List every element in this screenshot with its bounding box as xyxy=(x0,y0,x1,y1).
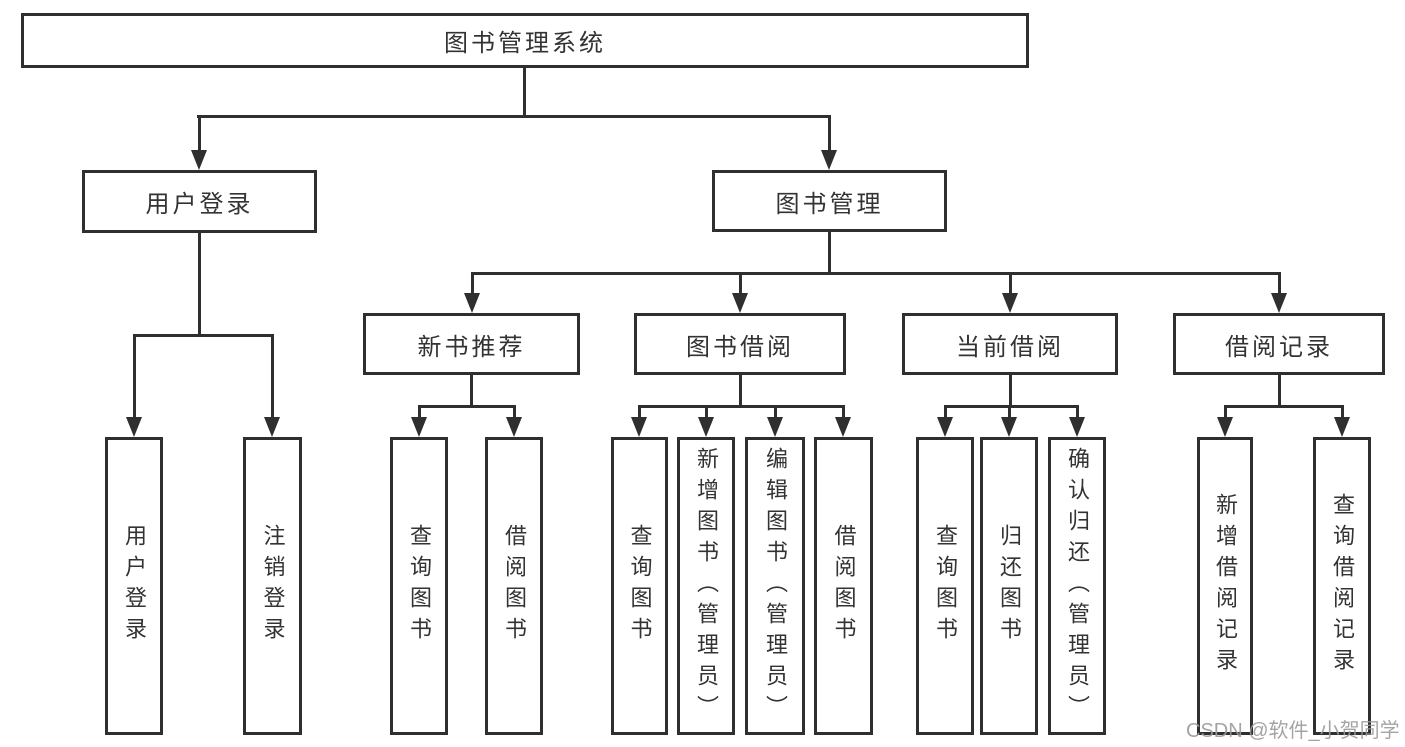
arrowhead-down-icon xyxy=(191,150,207,170)
leaf-current-query-books: 查询图书 xyxy=(916,437,974,735)
node-book-borrow: 图书借阅 xyxy=(634,313,846,375)
leaf-borrow-query-books: 查询图书 xyxy=(611,437,668,735)
leaf-confirm-return-admin-label: 确认归还（管理员） xyxy=(1065,446,1090,726)
leaf-borrow-books: 借阅图书 xyxy=(814,437,873,735)
leaf-current-query-books-label: 查询图书 xyxy=(933,524,958,648)
leaf-recommend-borrow-books: 借阅图书 xyxy=(485,437,543,735)
leaf-add-book-admin: 新增图书（管理员） xyxy=(677,437,735,735)
leaf-logout-label: 注销登录 xyxy=(260,524,286,648)
leaf-recommend-query-books: 查询图书 xyxy=(390,437,448,735)
csdn-watermark: CSDN @软件_小贺同学 xyxy=(1186,720,1400,742)
connector-line xyxy=(471,272,474,295)
connector-line xyxy=(197,115,831,118)
connector-line xyxy=(513,405,516,419)
arrowhead-down-icon xyxy=(1271,293,1287,313)
leaf-query-borrow-record-label: 查询借阅记录 xyxy=(1330,493,1355,679)
arrowhead-down-icon xyxy=(835,417,851,437)
connector-line xyxy=(1341,405,1344,419)
connector-line xyxy=(739,375,742,407)
connector-line xyxy=(842,405,845,419)
leaf-edit-book-admin: 编辑图书（管理员） xyxy=(745,437,805,735)
connector-line xyxy=(638,405,845,408)
node-borrow-records-label: 借阅记录 xyxy=(1225,333,1333,361)
connector-line xyxy=(739,272,742,295)
leaf-confirm-return-admin: 确认归还（管理员） xyxy=(1048,437,1106,735)
connector-line xyxy=(418,405,516,408)
connector-line xyxy=(198,233,201,336)
node-root: 图书管理系统 xyxy=(21,13,1029,68)
connector-line xyxy=(1076,405,1079,419)
connector-line xyxy=(1009,272,1012,295)
arrowhead-down-icon xyxy=(767,417,783,437)
connector-line xyxy=(1008,405,1011,419)
leaf-return-book-label: 归还图书 xyxy=(997,524,1022,648)
arrowhead-down-icon xyxy=(126,417,142,437)
leaf-add-book-admin-label: 新增图书（管理员） xyxy=(694,446,719,726)
leaf-add-borrow-record: 新增借阅记录 xyxy=(1197,437,1253,735)
node-root-label: 图书管理系统 xyxy=(444,30,606,57)
connector-line xyxy=(944,405,947,419)
node-borrow-records: 借阅记录 xyxy=(1173,313,1385,375)
connector-line xyxy=(418,405,421,419)
connector-line xyxy=(1224,405,1344,408)
node-book-borrow-label: 图书借阅 xyxy=(686,333,794,361)
node-book-management: 图书管理 xyxy=(712,170,947,232)
connector-line xyxy=(133,334,274,337)
connector-line xyxy=(774,405,777,419)
arrowhead-down-icon xyxy=(411,417,427,437)
leaf-edit-book-admin-label: 编辑图书（管理员） xyxy=(763,446,788,726)
connector-line xyxy=(828,115,831,152)
arrowhead-down-icon xyxy=(1069,417,1085,437)
connector-line xyxy=(133,334,136,419)
connector-line xyxy=(470,375,473,407)
node-new-book-recommend: 新书推荐 xyxy=(363,313,580,375)
connector-line xyxy=(828,232,831,275)
node-book-management-label: 图书管理 xyxy=(775,190,884,218)
connector-line xyxy=(944,405,1079,408)
arrowhead-down-icon xyxy=(264,417,280,437)
leaf-query-borrow-record: 查询借阅记录 xyxy=(1313,437,1371,735)
leaf-recommend-query-books-label: 查询图书 xyxy=(407,524,432,648)
connector-line xyxy=(471,272,1281,275)
leaf-recommend-borrow-books-label: 借阅图书 xyxy=(502,524,527,648)
connector-line xyxy=(271,334,274,419)
connector-line xyxy=(1278,272,1281,295)
arrowhead-down-icon xyxy=(631,417,647,437)
node-user-login: 用户登录 xyxy=(82,170,317,233)
arrowhead-down-icon xyxy=(464,293,480,313)
arrowhead-down-icon xyxy=(1334,417,1350,437)
leaf-user-login: 用户登录 xyxy=(105,437,163,735)
arrowhead-down-icon xyxy=(732,293,748,313)
leaf-user-login-label: 用户登录 xyxy=(122,524,147,648)
connector-line xyxy=(638,405,641,419)
leaf-borrow-books-label: 借阅图书 xyxy=(831,524,857,648)
arrowhead-down-icon xyxy=(1001,417,1017,437)
leaf-return-book: 归还图书 xyxy=(980,437,1038,735)
node-current-borrow-label: 当前借阅 xyxy=(956,333,1064,361)
arrowhead-down-icon xyxy=(937,417,953,437)
arrowhead-down-icon xyxy=(1217,417,1233,437)
connector-line xyxy=(1224,405,1227,419)
arrowhead-down-icon xyxy=(506,417,522,437)
connector-line xyxy=(705,405,708,419)
connector-line xyxy=(198,115,201,152)
arrowhead-down-icon xyxy=(698,417,714,437)
arrowhead-down-icon xyxy=(821,150,837,170)
leaf-logout: 注销登录 xyxy=(243,437,302,735)
connector-line xyxy=(523,68,526,118)
leaf-borrow-query-books-label: 查询图书 xyxy=(627,524,653,648)
node-current-borrow: 当前借阅 xyxy=(902,313,1118,375)
node-new-book-recommend-label: 新书推荐 xyxy=(417,333,526,361)
leaf-add-borrow-record-label: 新增借阅记录 xyxy=(1213,493,1238,679)
connector-line xyxy=(1009,375,1012,407)
node-user-login-label: 用户登录 xyxy=(145,191,254,218)
arrowhead-down-icon xyxy=(1002,293,1018,313)
connector-line xyxy=(1278,375,1281,407)
